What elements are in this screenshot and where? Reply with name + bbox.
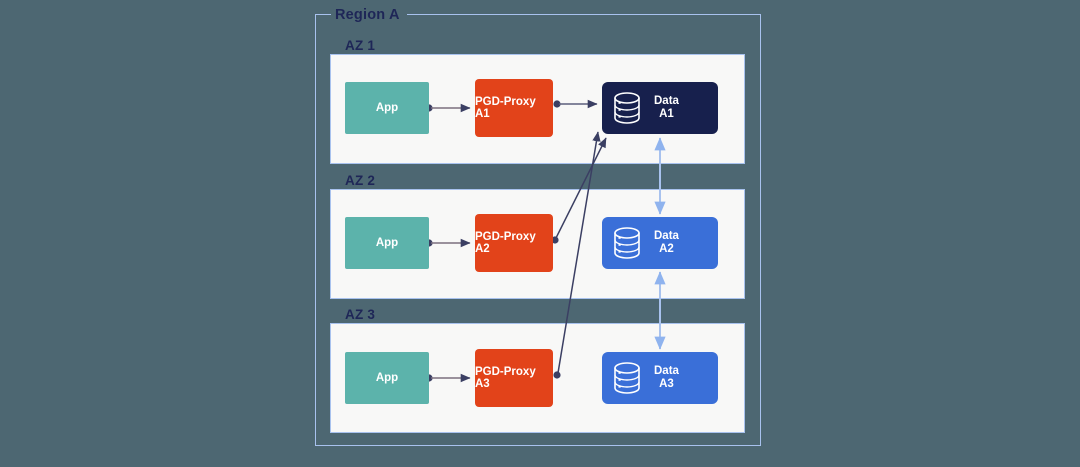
- data-a1-label: Data A1: [654, 95, 679, 121]
- edge-app2-to-proxy2: [425, 238, 471, 248]
- database-cylinder-icon: [614, 227, 640, 259]
- data-a2-line2: A2: [659, 243, 674, 255]
- pgd-proxy-a2-node[interactable]: PGD-Proxy A2: [475, 214, 553, 272]
- data-a3-node[interactable]: Data A3: [602, 352, 718, 404]
- data-a2-label: Data A2: [654, 230, 679, 256]
- pgd-proxy-a1-node[interactable]: PGD-Proxy A1: [475, 79, 553, 137]
- pgd-proxy-a1-label: PGD-Proxy A1: [475, 96, 536, 120]
- edge-proxy2-to-data1: [551, 137, 607, 244]
- database-cylinder-icon: [614, 362, 640, 394]
- data-a3-line2: A3: [659, 378, 674, 390]
- region-a-frame: [315, 14, 761, 446]
- app-node-az2[interactable]: App: [345, 217, 429, 269]
- region-a-label: Region A: [331, 7, 407, 23]
- az-2-label: AZ 2: [345, 173, 376, 188]
- edge-app3-to-proxy3: [425, 373, 471, 383]
- pgd-proxy-a3-label: PGD-Proxy A3: [475, 366, 536, 390]
- app-node-az1-label: App: [375, 102, 399, 114]
- edge-proxy3-to-data1: [553, 131, 601, 379]
- pgd-proxy-a2-label: PGD-Proxy A2: [475, 231, 536, 255]
- app-node-az2-label: App: [375, 237, 399, 249]
- data-a1-line1: Data: [654, 95, 679, 107]
- data-a3-label: Data A3: [654, 365, 679, 391]
- data-a3-line1: Data: [654, 365, 679, 377]
- app-node-az1[interactable]: App: [345, 82, 429, 134]
- az-1-label: AZ 1: [345, 38, 376, 53]
- data-a1-line2: A1: [659, 108, 674, 120]
- pgd-proxy-a3-node[interactable]: PGD-Proxy A3: [475, 349, 553, 407]
- edge-app1-to-proxy1: [425, 103, 471, 113]
- az-3-label: AZ 3: [345, 307, 376, 322]
- edge-proxy1-to-data1: [553, 99, 598, 109]
- data-a2-node[interactable]: Data A2: [602, 217, 718, 269]
- data-a1-node[interactable]: Data A1: [602, 82, 718, 134]
- app-node-az3-label: App: [375, 372, 399, 384]
- data-a2-line1: Data: [654, 230, 679, 242]
- database-cylinder-icon: [614, 92, 640, 124]
- app-node-az3[interactable]: App: [345, 352, 429, 404]
